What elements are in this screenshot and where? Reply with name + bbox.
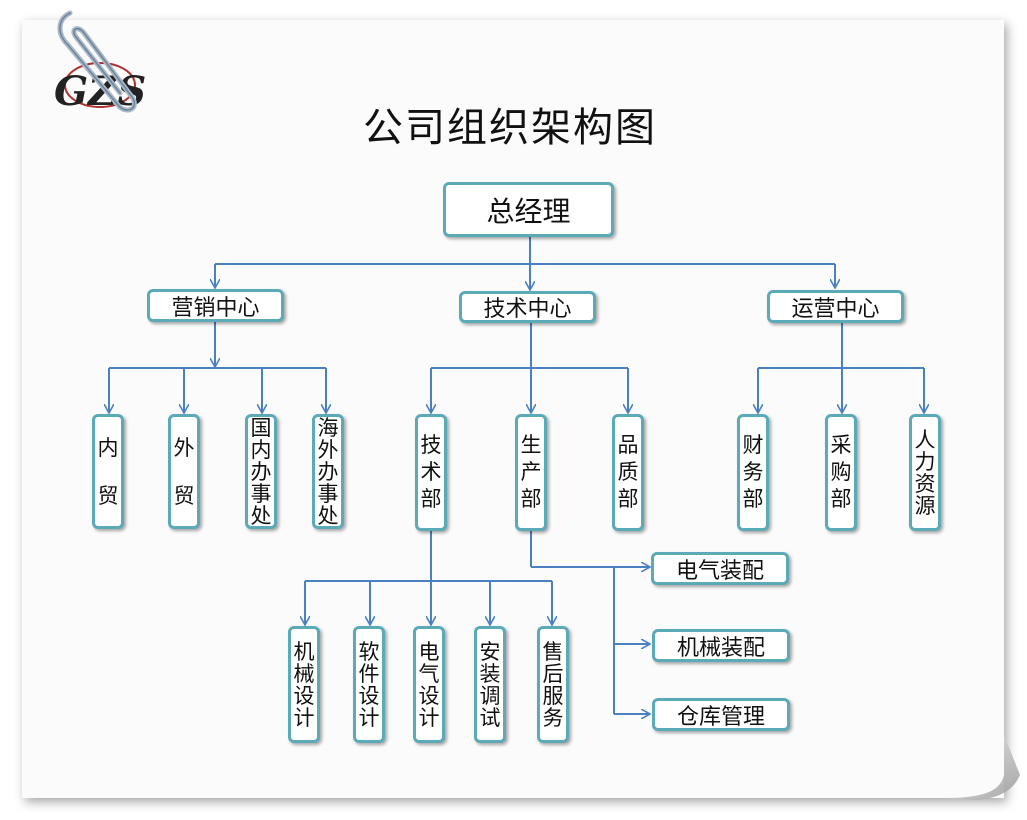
- node-overseas-office: 海外办事处: [312, 414, 344, 529]
- node-foreign-trade: 外贸: [168, 414, 200, 529]
- node-label: 品质部: [617, 433, 639, 511]
- node-label: 生产部: [520, 433, 542, 511]
- node-after-sales: 售后服务: [537, 626, 569, 743]
- node-mechanical-design: 机械设计: [288, 626, 320, 743]
- node-label: 采购部: [830, 433, 852, 511]
- node-label: 电气设计: [418, 639, 440, 730]
- node-purchasing-dept: 采购部: [825, 414, 857, 531]
- node-label: 内贸: [97, 435, 119, 508]
- node-label: 技术部: [420, 433, 442, 511]
- node-label: 外贸: [173, 435, 195, 508]
- node-production-dept: 生产部: [515, 414, 547, 531]
- node-marketing-center: 营销中心: [147, 289, 284, 322]
- node-operations-center: 运营中心: [767, 290, 904, 323]
- node-label: 软件设计: [358, 639, 380, 730]
- node-mechanical-assembly: 机械装配: [652, 629, 790, 662]
- node-electrical-assembly: 电气装配: [651, 552, 789, 585]
- node-electrical-design: 电气设计: [413, 626, 445, 743]
- node-warehouse-management: 仓库管理: [652, 698, 790, 731]
- node-tech-center: 技术中心: [459, 291, 596, 323]
- node-general-manager: 总经理: [443, 182, 614, 237]
- node-human-resources: 人力资源: [909, 414, 941, 531]
- node-finance-dept: 财务部: [737, 414, 769, 531]
- node-label: 安装调试: [479, 639, 501, 730]
- node-domestic-office: 国内办事处: [245, 414, 277, 529]
- node-label: 人力资源: [914, 427, 936, 518]
- node-label: 国内办事处: [250, 415, 272, 528]
- node-domestic-trade: 内贸: [92, 414, 124, 529]
- node-label: 售后服务: [542, 639, 564, 730]
- chart-title: 公司组织架构图: [363, 105, 657, 151]
- node-installation-debug: 安装调试: [474, 626, 506, 743]
- node-label: 机械设计: [293, 639, 315, 730]
- node-label: 财务部: [742, 433, 764, 511]
- node-quality-dept: 品质部: [612, 414, 644, 531]
- node-tech-dept: 技术部: [415, 414, 447, 531]
- company-logo: GZS: [54, 10, 146, 115]
- page-curl: [950, 735, 1020, 800]
- node-label: 海外办事处: [317, 415, 339, 528]
- node-software-design: 软件设计: [353, 626, 385, 743]
